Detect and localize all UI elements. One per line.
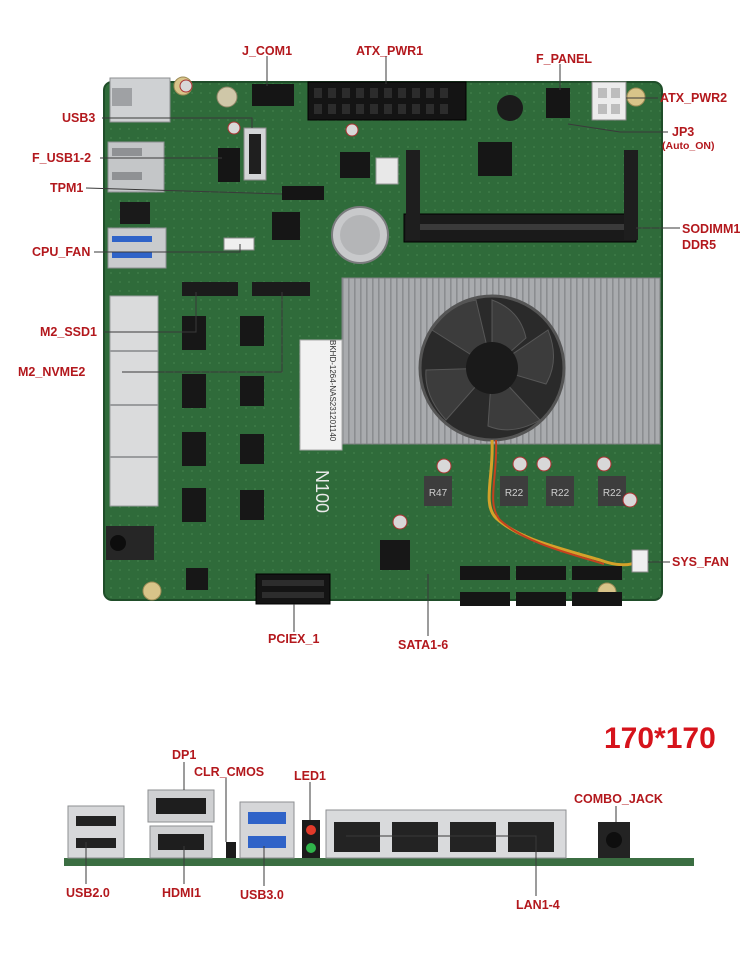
usb2-stack bbox=[67, 805, 125, 859]
label-led1: LED1 bbox=[294, 769, 326, 783]
chip-label: N100 bbox=[312, 470, 332, 513]
pcb-edge bbox=[64, 858, 694, 866]
label-clr-cmos: CLR_CMOS bbox=[194, 765, 265, 779]
rear-io-top-view bbox=[106, 77, 171, 560]
label-m2-ssd1: M2_SSD1 bbox=[40, 325, 97, 339]
m2-nvme2-slot bbox=[252, 282, 310, 296]
cpu-fan bbox=[418, 294, 566, 442]
label-usb3: USB3 bbox=[62, 111, 96, 125]
label-tpm1: TPM1 bbox=[50, 181, 84, 195]
board-sticker-text: BKHD-1264-NAS231201140 bbox=[328, 340, 337, 442]
svg-text:R22: R22 bbox=[603, 488, 622, 499]
label-dp1: DP1 bbox=[172, 748, 197, 762]
board-top-view: BKHD-1264-NAS231201140 N100 R47 R22 R22 bbox=[103, 76, 663, 606]
label-f-usb1-2: F_USB1-2 bbox=[32, 151, 92, 165]
svg-text:R22: R22 bbox=[551, 488, 570, 499]
sys-fan-header bbox=[631, 549, 649, 573]
label-atx-pwr1: ATX_PWR1 bbox=[356, 44, 424, 58]
rear-io-side-view bbox=[64, 789, 694, 866]
label-sata1-6: SATA1-6 bbox=[398, 638, 449, 652]
label-lan1-4: LAN1-4 bbox=[516, 898, 560, 912]
vrm-inductors: R47 R22 R22 R22 bbox=[424, 476, 626, 506]
label-f-panel: F_PANEL bbox=[536, 52, 593, 66]
m2-ssd1-slot bbox=[182, 282, 238, 296]
label-pciex-1: PCIEX_1 bbox=[268, 632, 320, 646]
j-com1-header bbox=[252, 84, 294, 106]
led-green bbox=[306, 843, 316, 853]
svg-text:R47: R47 bbox=[429, 488, 448, 499]
f-panel-header bbox=[546, 88, 570, 118]
label-hdmi1: HDMI1 bbox=[162, 886, 201, 900]
cpu-fan-header bbox=[223, 237, 255, 251]
usb3-stack bbox=[239, 801, 295, 859]
label-j-com1: J_COM1 bbox=[242, 44, 293, 58]
svg-text:R22: R22 bbox=[505, 488, 524, 499]
tpm1-header bbox=[282, 186, 324, 200]
board-size-label: 170*170 bbox=[604, 722, 716, 755]
label-atx-pwr2: ATX_PWR2 bbox=[660, 91, 728, 105]
label-usb3-0: USB3.0 bbox=[240, 888, 284, 902]
label-sodimm1: SODIMM1 bbox=[682, 222, 741, 236]
label-m2-nvme2: M2_NVME2 bbox=[18, 365, 86, 379]
label-usb2-0: USB2.0 bbox=[66, 886, 110, 900]
pciex-1-connector bbox=[255, 573, 331, 605]
f-usb1-2-header bbox=[218, 148, 240, 182]
atx-pwr2-connector bbox=[591, 81, 627, 121]
clr-cmos-button bbox=[226, 842, 236, 858]
label-jp3: JP3 bbox=[672, 125, 695, 139]
label-combo-jack: COMBO_JACK bbox=[574, 792, 663, 806]
atx-pwr1-connector bbox=[307, 81, 467, 121]
label-sys-fan: SYS_FAN bbox=[672, 555, 729, 569]
buzzer bbox=[497, 95, 523, 121]
leader-lines bbox=[85, 56, 680, 896]
sata-connectors bbox=[460, 566, 622, 606]
label-jp3-note: (Auto_ON) bbox=[662, 140, 715, 152]
label-ddr5: DDR5 bbox=[682, 238, 717, 252]
label-cpu-fan: CPU_FAN bbox=[32, 245, 91, 259]
led-red bbox=[306, 825, 316, 835]
